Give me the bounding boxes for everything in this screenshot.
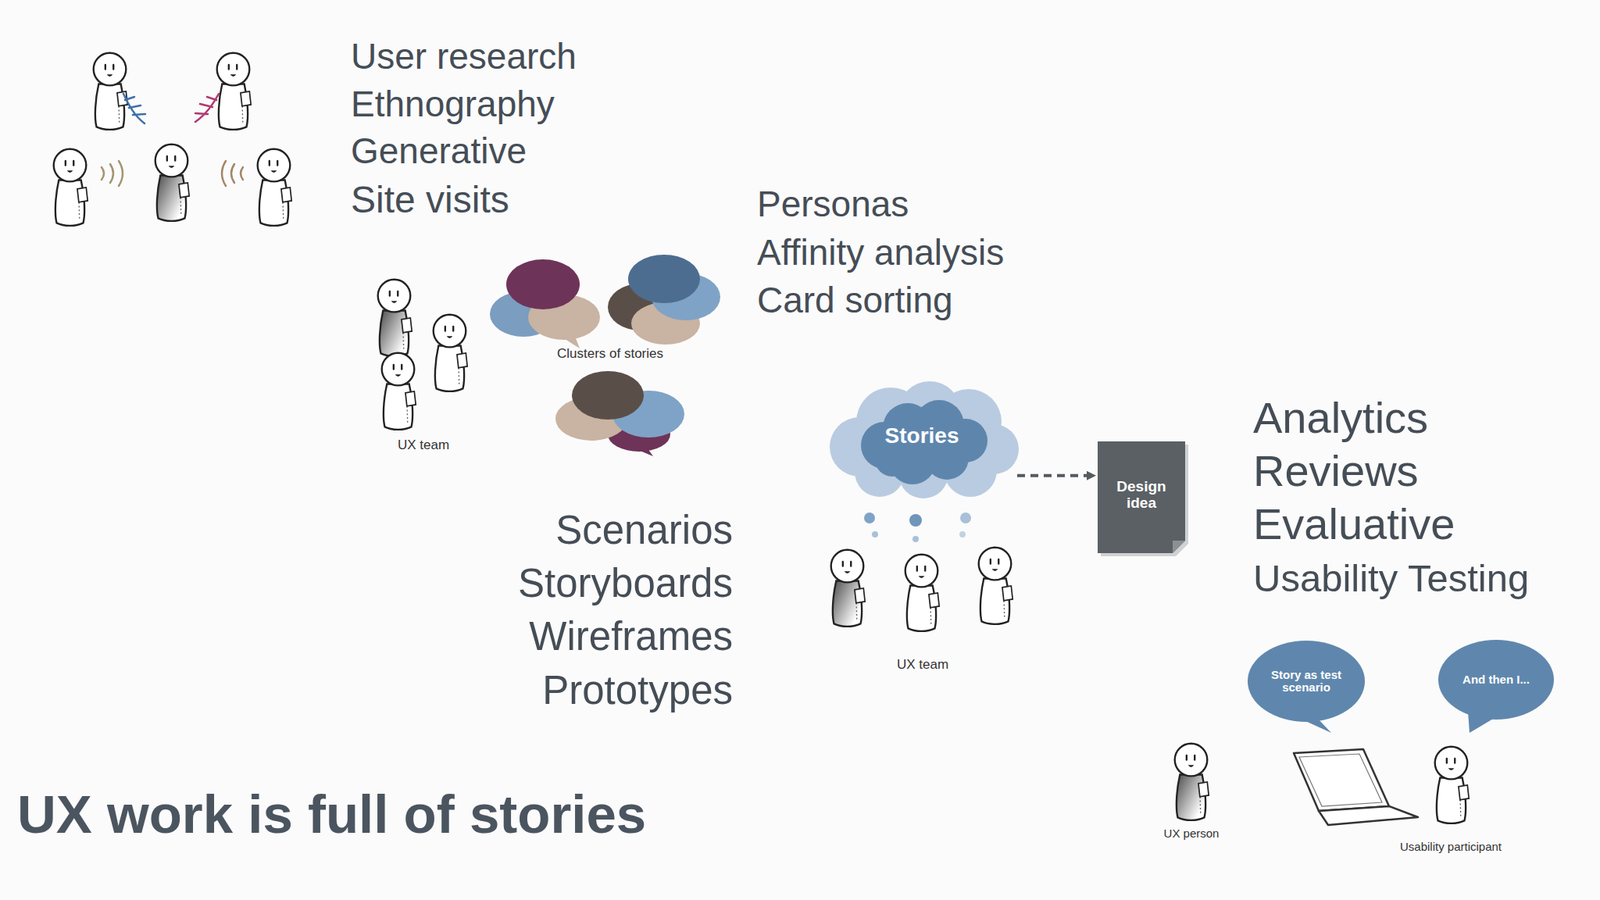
cloud-drops [864,512,972,543]
drop [912,535,919,543]
dashed-arrow [1017,474,1095,478]
design-document: Design idea [1097,441,1186,554]
person-figure [1435,746,1469,824]
document-fold [1172,540,1186,554]
text-label: Site visits [350,178,510,222]
text-label: Card sorting [757,279,954,322]
text-label: Prototypes [373,667,733,715]
ux-team-figures [831,547,1013,632]
diagram-title: UX work is full of stories [17,783,647,846]
text-label: Usability Testing [1253,556,1529,600]
person-figure [1175,743,1209,821]
story-bubble [506,259,580,310]
text-label: Scenarios [373,507,733,554]
text-label: Analytics [1253,392,1429,443]
text-label: Wireframes [373,614,733,661]
text-label: Storyboards [373,560,733,608]
text-label: UX person [1011,826,1372,840]
node-text: Design idea [1113,478,1170,512]
text-label: Clusters of stories [430,346,790,362]
scribble-arm [195,93,219,122]
story-bubble [634,445,654,457]
story-bubble [571,371,644,420]
speech-bubble: And then I... [1438,639,1554,720]
person-figure [905,554,940,632]
laptop-screen [1293,749,1390,811]
cloud-outer [829,381,1019,499]
person-figure [382,353,416,430]
person-figure [378,279,412,357]
text-label: Ethnography [350,83,555,125]
text-label: Generative [350,130,527,172]
node-text: And then I... [1453,673,1540,687]
person-figure [155,144,190,222]
person-figure [93,53,128,130]
person-figure [831,550,865,627]
sound-waves [221,160,243,186]
node-text: Stories [843,424,1000,449]
usability-scene [1175,743,1469,825]
laptop-screen [1299,753,1383,807]
node-text: Story as test scenario [1267,668,1346,695]
text-label: Usability participant [1271,839,1600,854]
bubble-body [1247,640,1365,722]
scribble-arm [123,93,146,124]
person-figure [53,149,88,226]
text-label: Reviews [1253,446,1419,497]
text-label: Personas [757,183,909,225]
bubble-body [1438,639,1554,720]
drop [871,531,879,538]
text-label: Affinity analysis [757,232,1004,274]
text-label: Evaluative [1253,499,1455,550]
laptop-base [1318,806,1418,825]
stories-cloud: Stories [828,382,1016,499]
document-page [1097,441,1186,554]
person-figure [217,53,251,130]
ux-team-figures [378,279,468,430]
person-figure [257,149,292,226]
drop [959,531,966,538]
drop [960,512,972,524]
drop [909,514,922,527]
person-figure [978,547,1013,625]
text-label: UX team [243,437,604,454]
text-label: User research [350,35,577,78]
text-label: UX team [742,657,1103,673]
cloud-puff [875,442,910,477]
speech-bubble: Story as test scenario [1247,640,1365,722]
research-figures [53,53,292,226]
story-bubble [628,254,700,304]
drop [864,512,875,524]
person-figure [433,314,468,392]
sound-waves [101,160,123,186]
